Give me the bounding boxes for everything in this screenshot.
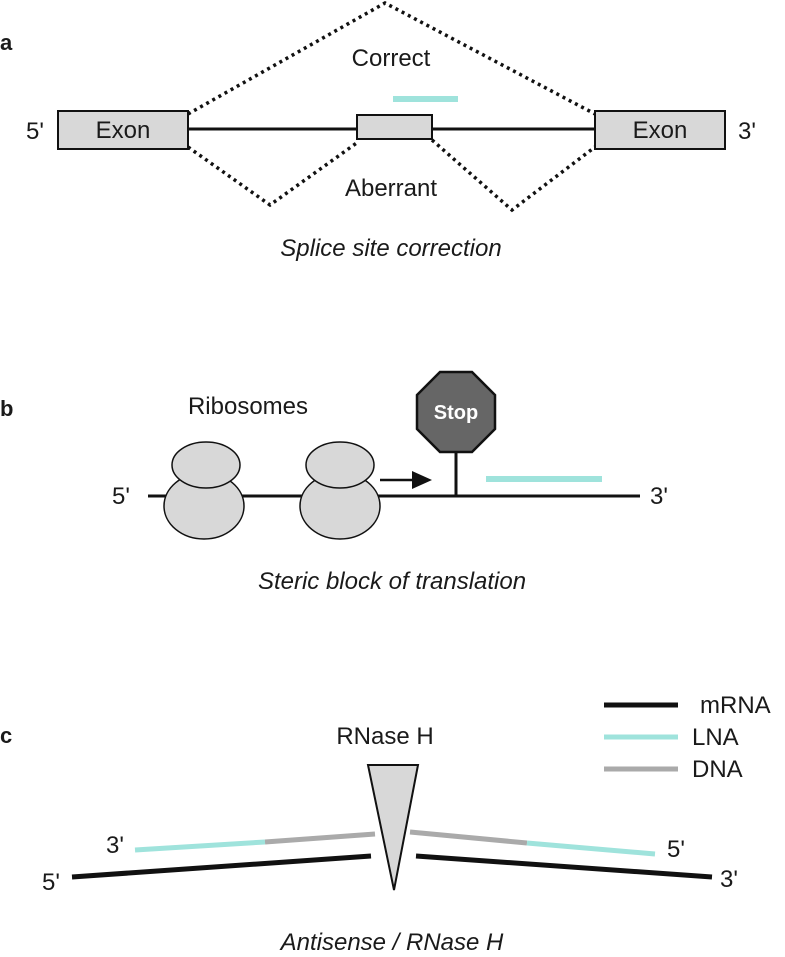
rnase-h-wedge bbox=[366, 764, 420, 891]
exon-left-box bbox=[57, 110, 189, 150]
panel-c-label: c bbox=[0, 723, 12, 748]
stop-sign-octagon bbox=[415, 370, 497, 454]
legend: mRNA LNA DNA bbox=[604, 692, 771, 783]
correct-splice-path bbox=[187, 1, 596, 116]
caption-a: Splice site correction bbox=[280, 235, 501, 262]
left-bottom-end-label: 5' bbox=[42, 869, 60, 896]
lna-right-segment bbox=[526, 840, 656, 857]
exon-right-label: Exon bbox=[633, 117, 688, 144]
panel-a-label: a bbox=[0, 30, 13, 55]
aberrant-label: Aberrant bbox=[345, 175, 437, 202]
direction-arrow-head bbox=[412, 471, 432, 489]
ribosomes-label: Ribosomes bbox=[188, 393, 308, 420]
five-prime-label-a: 5' bbox=[26, 118, 44, 145]
ribosome-1-small-subunit bbox=[171, 441, 241, 489]
aberrant-splice-path-right bbox=[430, 138, 597, 213]
caption-b: Steric block of translation bbox=[258, 568, 526, 595]
correct-label: Correct bbox=[352, 45, 431, 72]
mrna-left-segment bbox=[71, 853, 372, 880]
dna-left-segment bbox=[264, 831, 376, 845]
legend-dna-label: DNA bbox=[692, 756, 743, 783]
ribosome-2-small-subunit bbox=[305, 441, 375, 489]
exon-left-label: Exon bbox=[96, 117, 151, 144]
lna-left-segment bbox=[134, 839, 266, 853]
aberrant-splice-path-left bbox=[186, 140, 360, 208]
right-top-end-label: 5' bbox=[667, 836, 685, 863]
panel-a: a Exon Exon 5' 3' Correct Aberrant Splic… bbox=[0, 1, 756, 262]
dna-right-segment bbox=[409, 829, 528, 846]
legend-lna-label: LNA bbox=[692, 724, 739, 751]
mrna-right-segment bbox=[415, 853, 713, 880]
cryptic-exon-box bbox=[356, 114, 433, 140]
stop-label: Stop bbox=[434, 402, 478, 424]
five-prime-label-b: 5' bbox=[112, 483, 130, 510]
right-bottom-end-label: 3' bbox=[720, 866, 738, 893]
rnase-h-label: RNase H bbox=[336, 723, 433, 750]
three-prime-label-a: 3' bbox=[738, 118, 756, 145]
panel-b: b Ribosomes Stop 5' 3' Steric block of t… bbox=[0, 370, 668, 595]
caption-c: Antisense / RNase H bbox=[279, 929, 504, 956]
left-top-end-label: 3' bbox=[106, 832, 124, 859]
panel-c: c RNase H mRNA LNA DNA 3' 5' 5' 3' Antis… bbox=[0, 692, 771, 956]
panel-b-label: b bbox=[0, 396, 13, 421]
exon-right-box bbox=[594, 110, 726, 150]
legend-mrna-label: mRNA bbox=[700, 692, 771, 719]
three-prime-label-b: 3' bbox=[650, 483, 668, 510]
